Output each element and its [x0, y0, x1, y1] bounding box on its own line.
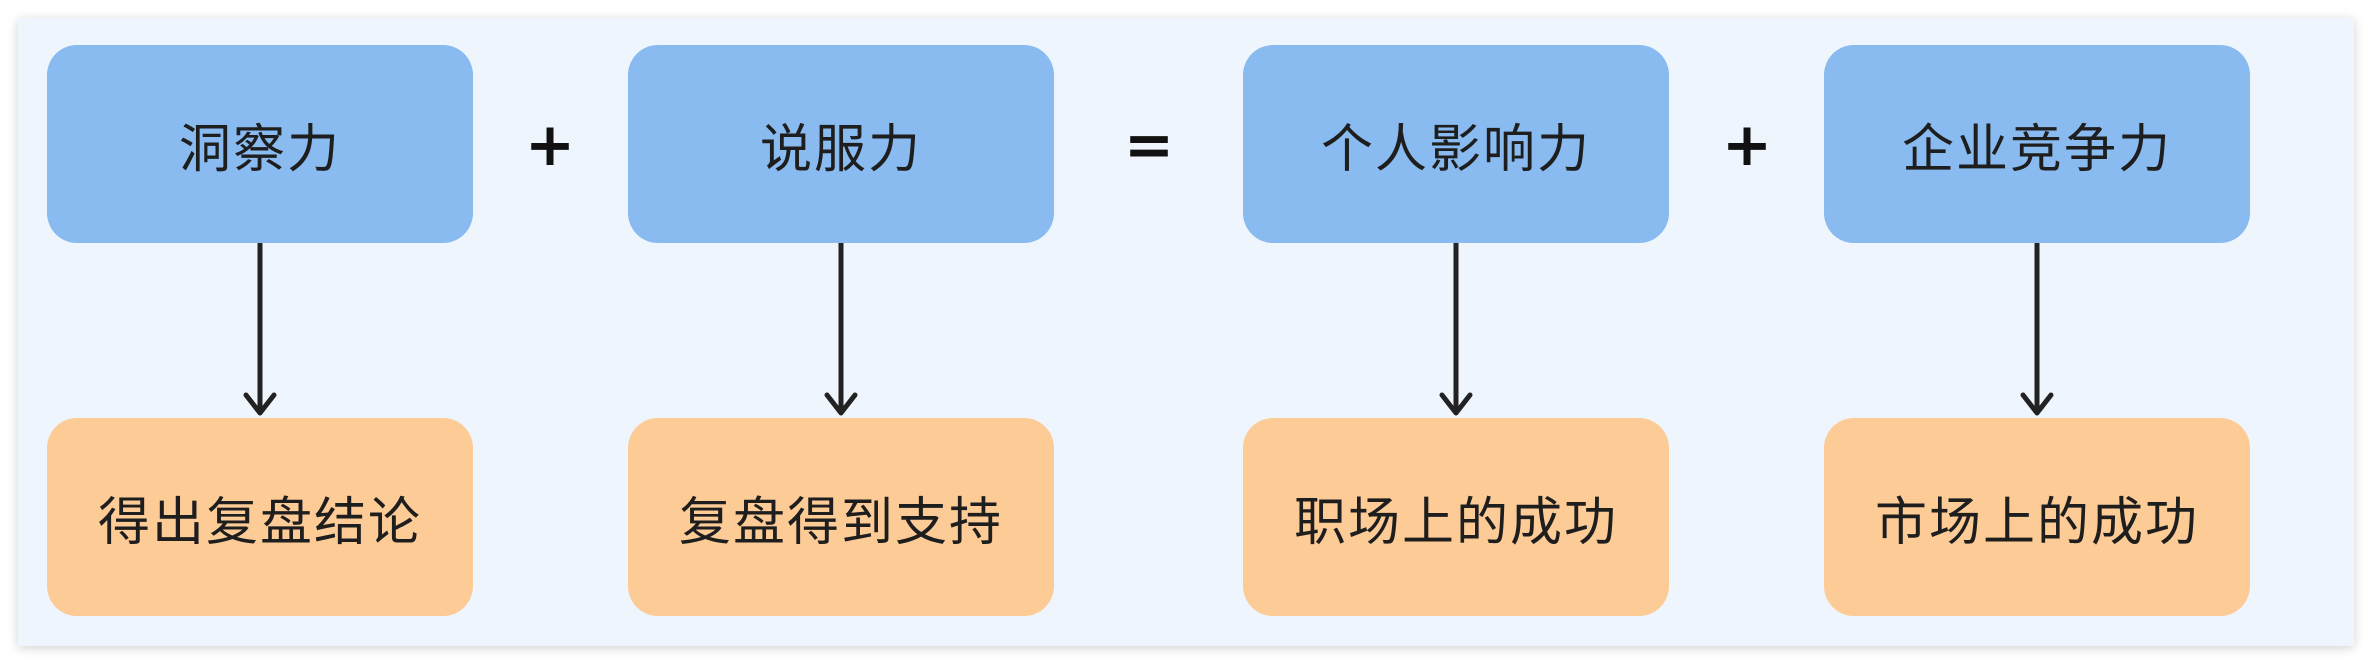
node-market-success-label: 市场上的成功 [1874, 492, 2199, 553]
node-personal-influence-label: 个人影响力 [1320, 119, 1591, 180]
node-market-success: 市场上的成功 [1824, 418, 2250, 616]
arrows-layer [243, 240, 2054, 416]
arrow-2 [824, 240, 858, 416]
node-review-support: 复盘得到支持 [628, 418, 1054, 616]
node-persuasion: 说服力 [628, 45, 1054, 243]
plus-operator-2: + [1721, 110, 1773, 180]
node-enterprise-competitiveness: 企业竞争力 [1824, 45, 2250, 243]
node-enterprise-competitiveness-label: 企业竞争力 [1901, 119, 2172, 180]
arrow-4 [2020, 240, 2054, 416]
node-career-success: 职场上的成功 [1243, 418, 1669, 616]
node-persuasion-label: 说服力 [759, 119, 922, 180]
equals-operator: = [1123, 110, 1175, 180]
node-review-support-label: 复盘得到支持 [678, 492, 1003, 553]
node-career-success-label: 职场上的成功 [1293, 492, 1618, 553]
node-review-conclusion: 得出复盘结论 [47, 418, 473, 616]
node-insight-label: 洞察力 [178, 119, 341, 180]
arrow-3 [1439, 240, 1473, 416]
node-insight: 洞察力 [47, 45, 473, 243]
plus-operator-1: + [524, 110, 576, 180]
diagram-canvas: 洞察力 说服力 个人影响力 企业竞争力 + = + 得出复盘结论 复盘得到支持 … [18, 18, 2354, 646]
node-personal-influence: 个人影响力 [1243, 45, 1669, 243]
arrow-1 [243, 240, 277, 416]
node-review-conclusion-label: 得出复盘结论 [97, 492, 422, 553]
